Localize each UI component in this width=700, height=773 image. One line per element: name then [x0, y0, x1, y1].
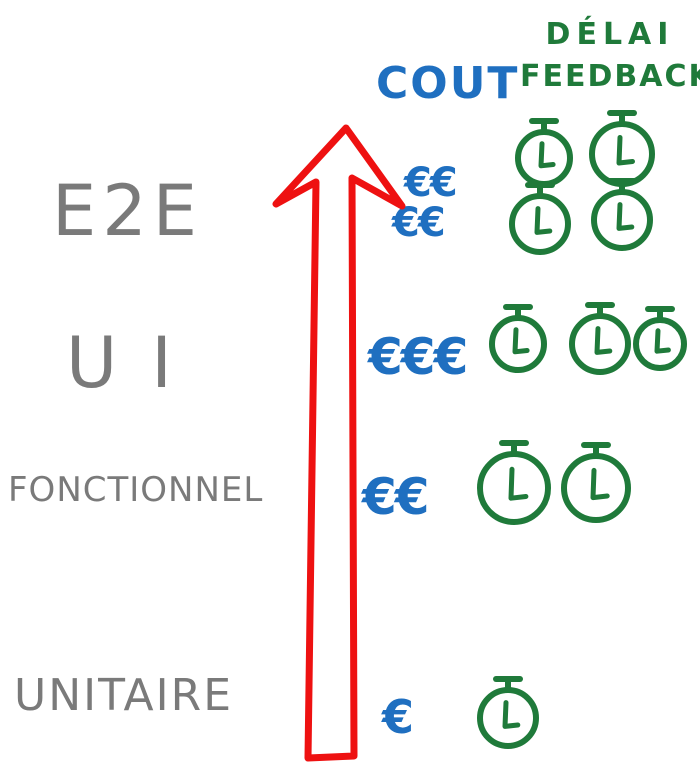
level-label-unitaire: UNITAIRE [14, 670, 234, 721]
stopwatch-icon [569, 302, 631, 375]
cost-e2e-row1: €€ [404, 160, 458, 206]
cost-header: COUT [376, 58, 520, 109]
stopwatch-icon [477, 440, 551, 525]
cost-fonctionnel: €€ [362, 468, 430, 526]
stopwatch-icon [509, 182, 571, 255]
stopwatch-icon [633, 306, 687, 371]
cost-ui: €€€ [368, 328, 468, 386]
delay-header-line1: DÉLAI [545, 17, 675, 52]
delay-header-line2: FEEDBACK [520, 59, 700, 94]
level-label-e2e: E2E [52, 170, 203, 252]
cost-unitaire: € [382, 690, 414, 744]
stopwatch-icon [489, 304, 547, 373]
level-label-ui: UI [66, 322, 206, 404]
stopwatch-icon [477, 676, 539, 749]
stopwatch-icon [561, 442, 631, 523]
stopwatch-icon [589, 110, 655, 187]
delay-feedback-header: DÉLAI FEEDBACK [520, 14, 700, 98]
level-label-fonctionnel: FONCTIONNEL [8, 470, 264, 510]
stopwatch-icon [591, 178, 653, 251]
stopwatch-icon [515, 118, 573, 187]
